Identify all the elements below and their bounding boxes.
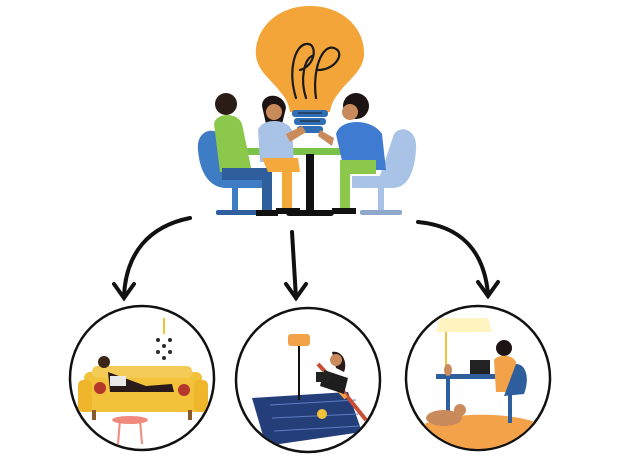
outcome-desk-dog-scene	[404, 304, 552, 452]
lightbulb-icon	[255, 6, 365, 133]
table-leg	[306, 154, 314, 212]
outcome-beach-chair-scene	[234, 306, 382, 454]
arrow-middle-icon	[284, 230, 308, 302]
team-meeting-scene	[197, 93, 417, 216]
person-right-glasses	[318, 93, 386, 214]
person-blue-shirt-woman	[258, 95, 306, 214]
chair-right	[352, 129, 417, 188]
person-green-shirt	[214, 93, 278, 216]
arrow-right-icon	[416, 220, 500, 300]
arrow-left-icon	[112, 216, 192, 302]
outcome-sofa-scene	[68, 304, 216, 452]
